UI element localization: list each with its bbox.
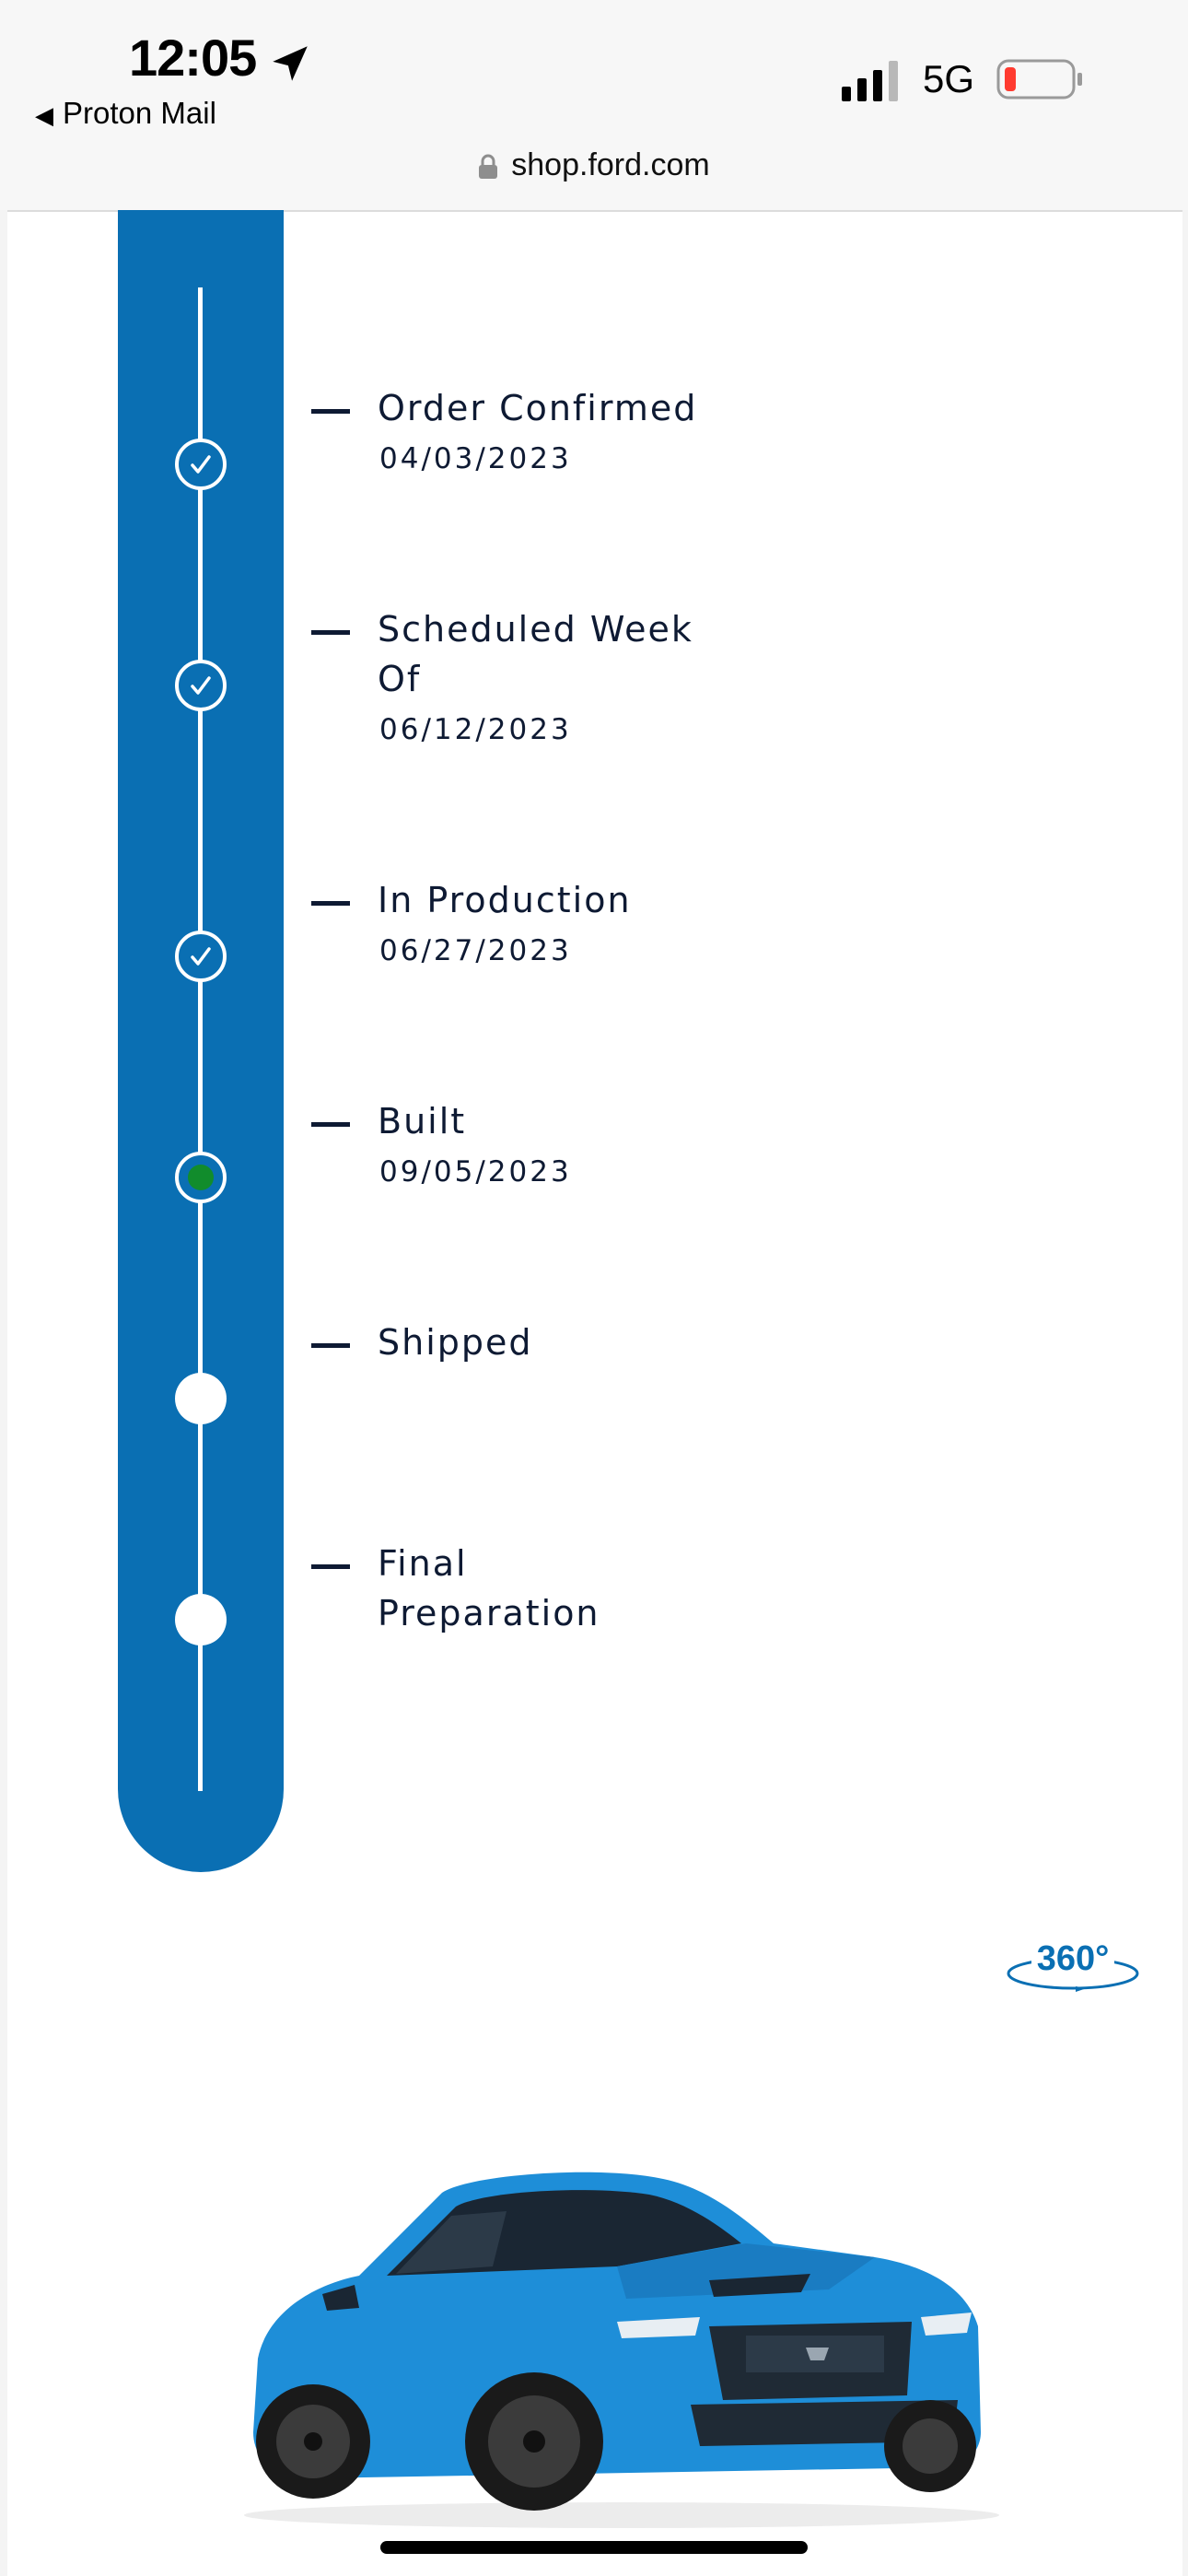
home-indicator[interactable] — [380, 2541, 808, 2554]
location-arrow-icon — [273, 46, 308, 81]
step-date-order-confirmed: 04/03/2023 — [379, 442, 572, 475]
battery-low-icon — [996, 59, 1082, 100]
timeline-line — [198, 287, 203, 1791]
step-date-in-production: 06/27/2023 — [379, 934, 572, 967]
vehicle-image — [244, 2172, 999, 2528]
view-360-icon[interactable]: 360° — [1004, 1935, 1142, 1999]
step-dash — [311, 1122, 350, 1127]
step-dash — [311, 630, 350, 635]
back-triangle-icon: ◀ — [35, 101, 53, 129]
step-label-final-line2: Preparation — [378, 1593, 600, 1633]
step-dash — [311, 1564, 350, 1569]
back-to-app-link[interactable]: ◀ Proton Mail — [35, 96, 216, 131]
browser-top-bar: 12:05 ◀ Proton Mail 5G shop.ford.com — [0, 0, 1188, 212]
step-current-dot-icon — [175, 1152, 227, 1203]
cellular-signal-icon — [842, 61, 898, 101]
step-pending-circle-icon — [175, 1373, 227, 1424]
step-dash — [311, 409, 350, 414]
network-type: 5G — [923, 57, 975, 100]
step-dash — [311, 1343, 350, 1348]
lock-icon — [478, 154, 498, 180]
step-label-order-confirmed: Order Confirmed — [378, 388, 698, 428]
step-dash — [311, 901, 350, 906]
step-label-shipped: Shipped — [378, 1322, 533, 1363]
step-complete-check-icon — [175, 660, 227, 711]
step-complete-check-icon — [175, 439, 227, 490]
step-label-in-production: In Production — [378, 880, 632, 920]
step-label-scheduled-line1: Scheduled Week — [378, 609, 693, 650]
page-edge-left — [0, 210, 7, 2576]
view-360-label: 360° — [1037, 1939, 1110, 1978]
back-app-label: Proton Mail — [63, 96, 216, 130]
step-pending-circle-icon — [175, 1594, 227, 1645]
step-label-built: Built — [378, 1101, 467, 1142]
status-time: 12:05 — [129, 29, 257, 87]
step-date-scheduled: 06/12/2023 — [379, 713, 572, 746]
address-bar[interactable]: shop.ford.com — [0, 147, 1188, 183]
step-label-final-line1: Final — [378, 1543, 468, 1584]
url-domain: shop.ford.com — [511, 147, 710, 182]
step-date-built: 09/05/2023 — [379, 1155, 572, 1188]
step-label-scheduled-line2: Of — [378, 659, 422, 699]
step-complete-check-icon — [175, 931, 227, 982]
page-edge-right — [1182, 210, 1188, 2576]
current-status-dot — [188, 1165, 214, 1190]
